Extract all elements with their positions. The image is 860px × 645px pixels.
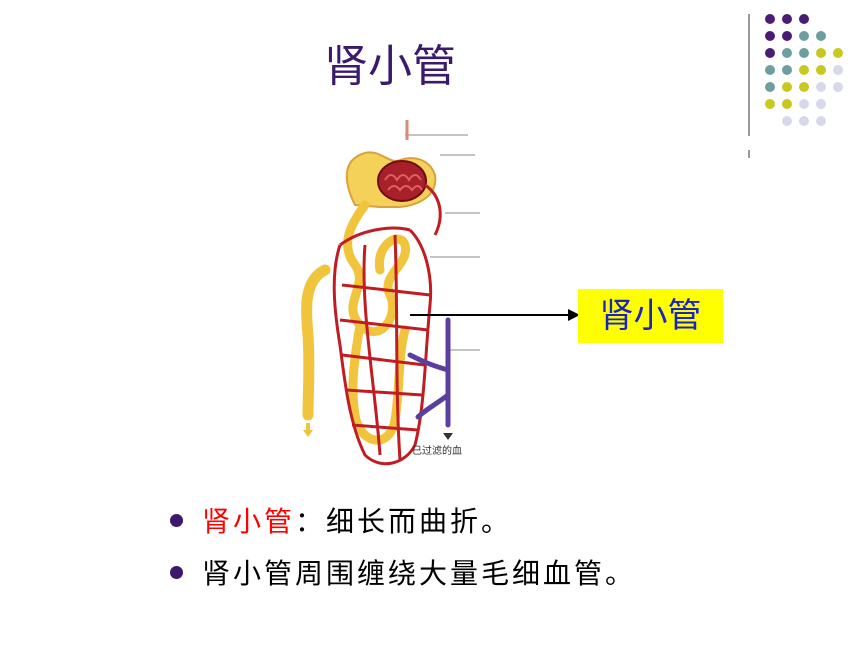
nephron-diagram — [301, 120, 480, 466]
decor-dot-grid — [765, 14, 843, 126]
bullet-item-2: 肾小管周围缠绕大量毛细血管。 — [170, 552, 636, 604]
bullet-dot-icon — [170, 514, 183, 527]
bullet-list: 肾小管：细长而曲折。 肾小管周围缠绕大量毛细血管。 — [170, 500, 636, 604]
bullet-highlight: 肾小管 — [202, 505, 296, 538]
pointer-arrow — [410, 309, 580, 321]
bullet-text: 肾小管周围缠绕大量毛细血管。 — [202, 557, 637, 590]
slide-title: 肾小管 — [324, 41, 456, 92]
diagram-caption: 已过滤的血 — [412, 446, 462, 457]
label-box: 肾小管 — [578, 289, 723, 343]
decor-divider — [748, 14, 750, 136]
decor-tick — [748, 150, 750, 158]
bullet-text: ：细长而曲折。 — [295, 505, 513, 538]
bullet-item-1: 肾小管：细长而曲折。 — [170, 500, 636, 552]
bullet-dot-icon — [170, 566, 183, 579]
